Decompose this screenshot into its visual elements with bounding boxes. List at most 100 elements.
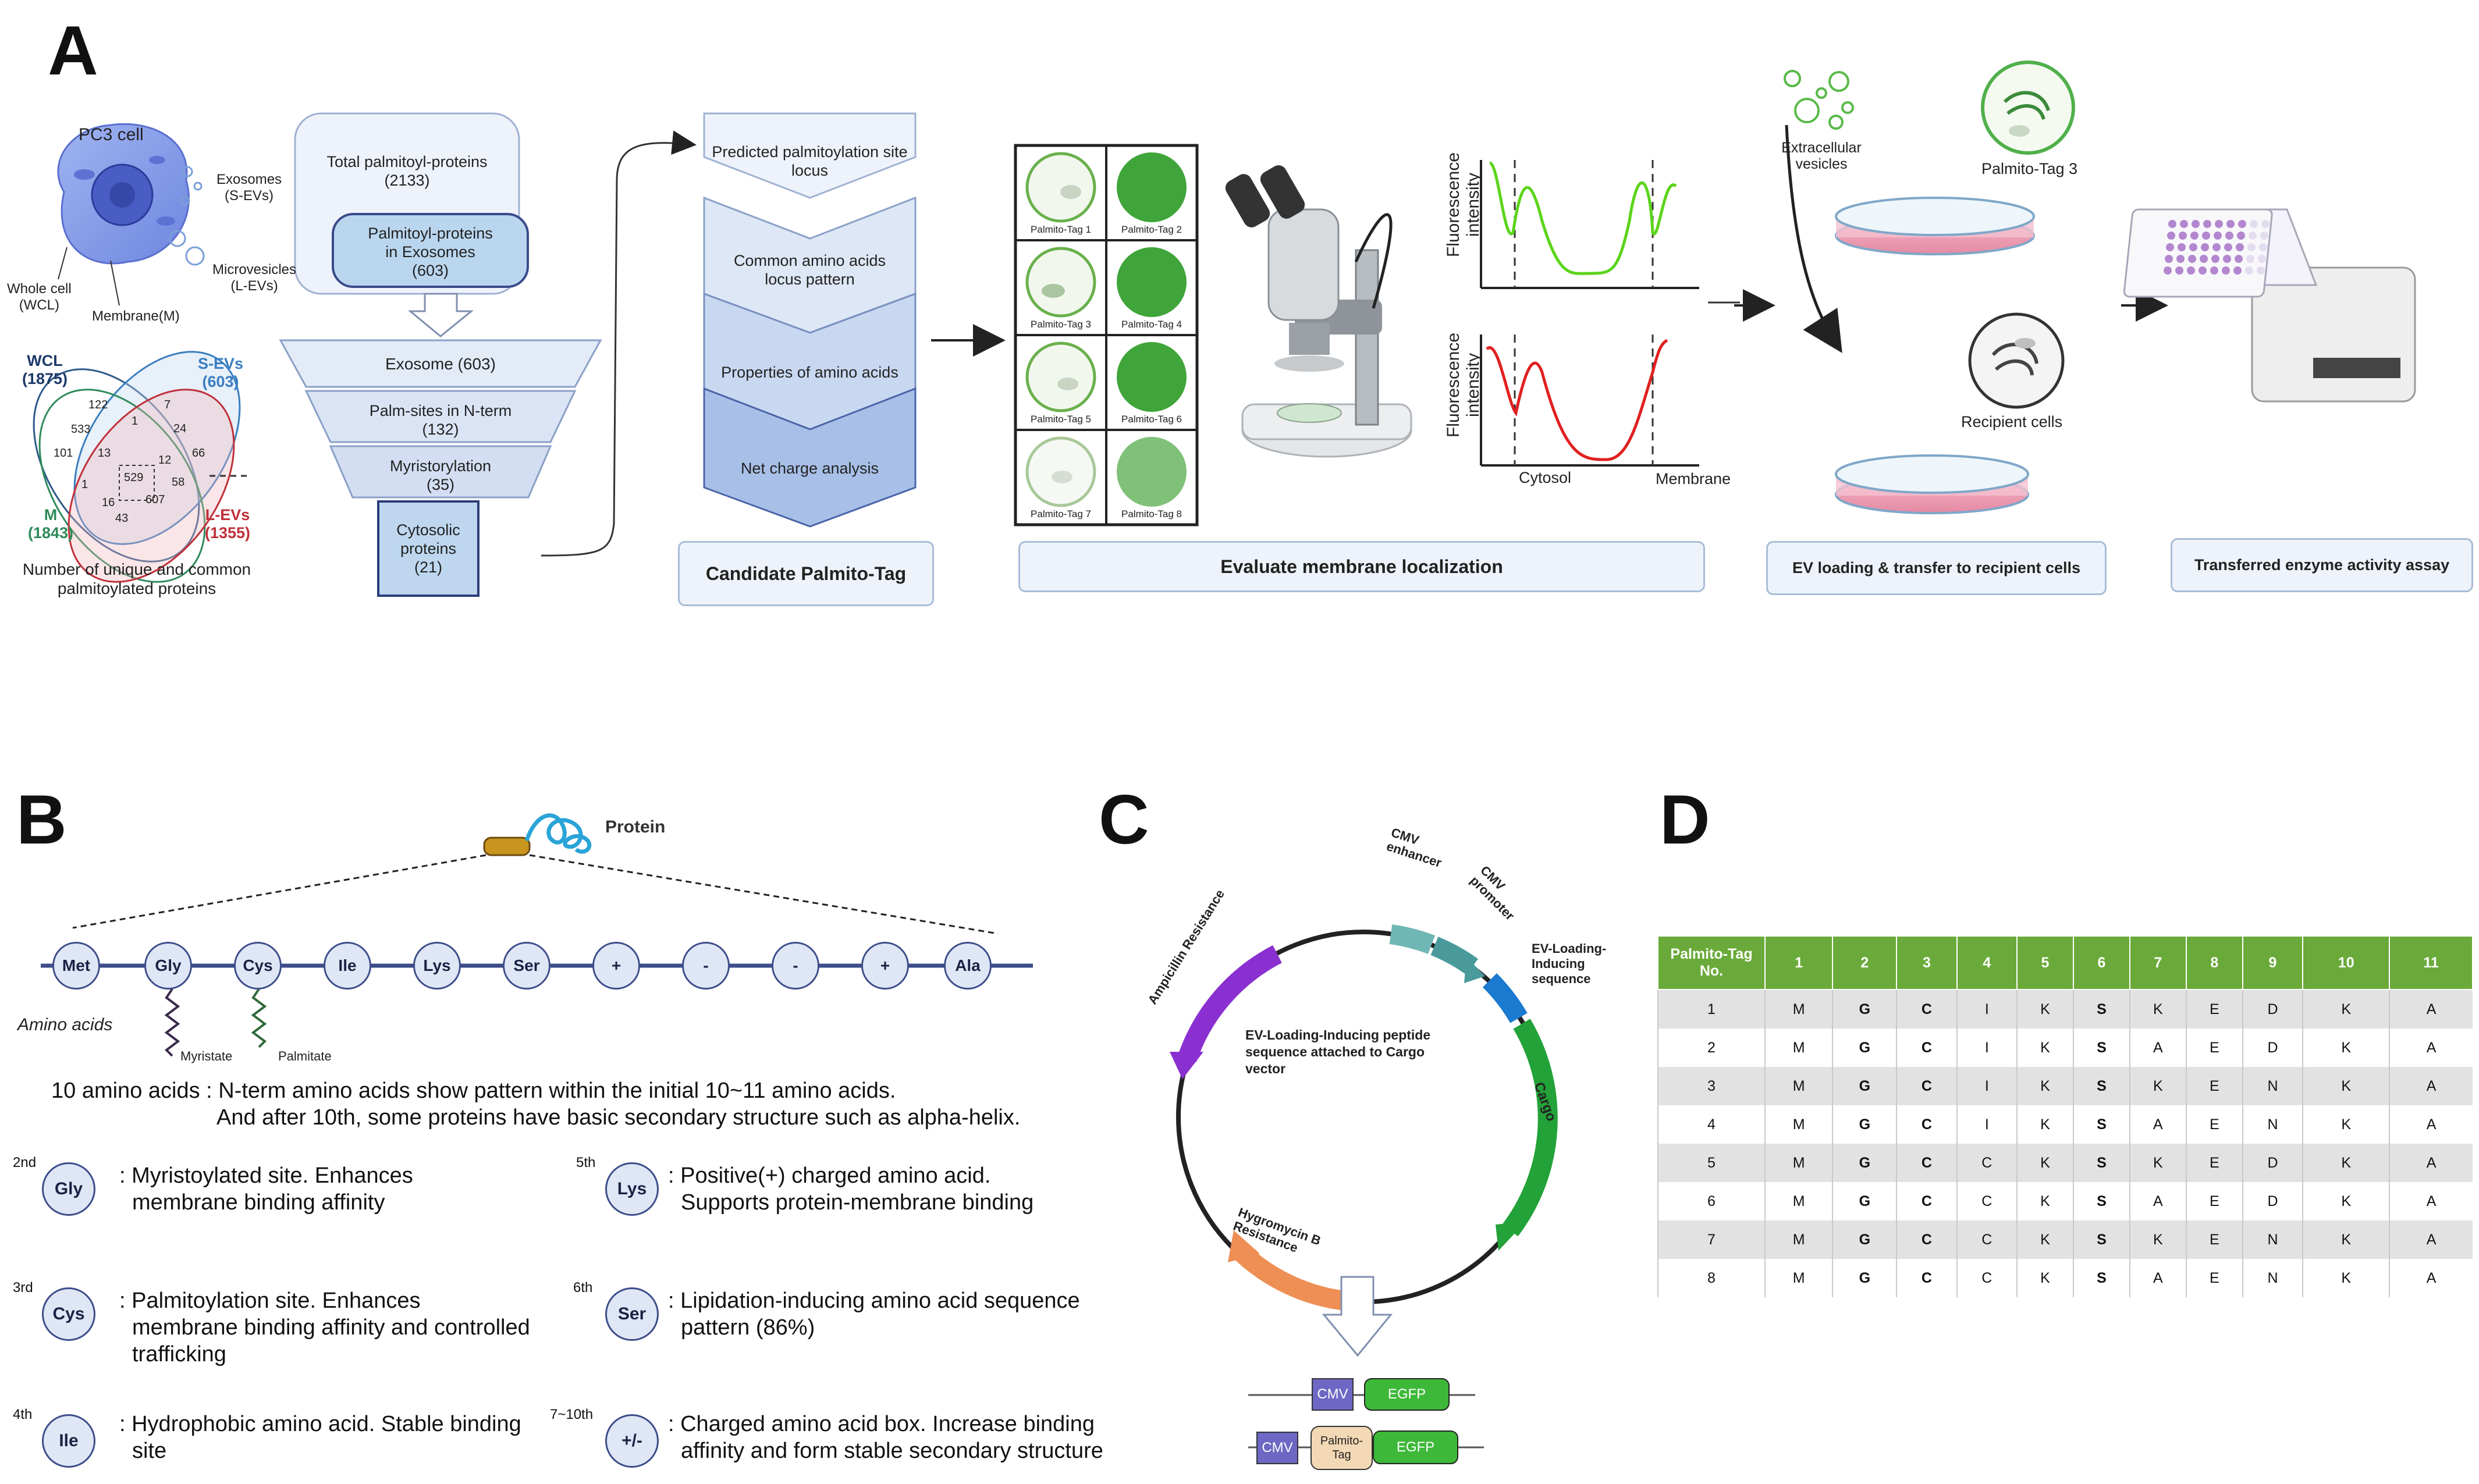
residue-cell: C [1956, 1220, 2018, 1259]
aa-ile: Ile [324, 942, 371, 990]
aa-minus-1: - [682, 942, 730, 990]
chevron-net-charge: Net charge analysis [740, 460, 879, 477]
funnel-exosome: Exosome (603) [385, 355, 496, 373]
tag-number-cell: 6 [1657, 1182, 1765, 1220]
residue-cell: A [2389, 1029, 2473, 1067]
residue-cell: G [1832, 1259, 1897, 1297]
cmv-enhancer-segment [1389, 924, 1436, 954]
residue-cell: D [2242, 990, 2303, 1029]
sup-charged: 7~10th [550, 1407, 594, 1422]
ampicillin-segment [1177, 945, 1282, 1062]
x-label-membrane: Membrane [1656, 470, 1731, 487]
legend-lys-text: : Positive(+) charged amino acid.Support… [668, 1163, 1034, 1215]
aa-gly: Gly [144, 942, 192, 990]
extracellular-vesicles-icon [1784, 70, 1854, 130]
residue-cell: D [2242, 1144, 2303, 1182]
residue-cell: C [1896, 990, 1957, 1029]
residue-cell: S [2072, 1105, 2130, 1144]
header-col: 11 [2389, 935, 2473, 990]
venn-levs-label: L-EVs(1355) [205, 506, 251, 542]
tag-number-cell: 8 [1657, 1259, 1765, 1297]
amino-acids-label: Amino acids [17, 1015, 113, 1034]
residue-cell: K [2016, 1259, 2073, 1297]
exosome-icon [182, 166, 193, 177]
residue-cell: E [2185, 1067, 2243, 1105]
header-col: 7 [2129, 935, 2187, 990]
culture-dish-bottom [1835, 454, 2029, 514]
residue-cell: K [2302, 1105, 2390, 1144]
aa-plus-2: + [861, 942, 909, 990]
enzyme-assay-box: Transferred enzyme activity assay [2171, 538, 2473, 592]
residue-cell: A [2389, 1105, 2473, 1144]
tag-label-8: Palmito-Tag 8 [1121, 508, 1182, 519]
residue-cell: A [2389, 990, 2473, 1029]
residue-cell: E [2185, 1220, 2243, 1259]
residue-cell: S [2072, 1259, 2130, 1297]
legend-charged-text: : Charged amino acid box. Increase bindi… [668, 1412, 1103, 1463]
venn-region-43: 43 [115, 512, 129, 525]
legend-gly: Gly [42, 1162, 95, 1216]
residue-cell: A [2129, 1259, 2186, 1297]
total-palmitoyl-text: Total palmitoyl-proteins(2133) [326, 153, 488, 189]
tag-label-6: Palmito-Tag 6 [1121, 414, 1182, 425]
residue-cell: S [2072, 1067, 2130, 1105]
residue-cell: K [2302, 990, 2390, 1029]
residue-cell: K [2129, 1067, 2186, 1105]
aa-cys: Cys [234, 942, 282, 990]
residue-cell: C [1956, 1182, 2018, 1220]
residue-cell: A [2129, 1105, 2186, 1144]
tag-number-cell: 3 [1657, 1067, 1765, 1105]
hygromycin-segment [1229, 1240, 1351, 1311]
funnel-myristorylation: Myristorylation(35) [389, 457, 492, 493]
panel-c-graphics [1170, 924, 1558, 1470]
venn-region-529: 529 [124, 471, 144, 484]
residue-cell: S [2072, 990, 2130, 1029]
residue-cell: C [1956, 1144, 2018, 1182]
chevron-stack [703, 112, 917, 528]
exosome-palmitoyl-box [332, 213, 529, 288]
pc3-cell-label: PC3 cell [79, 125, 144, 144]
venn-region-533: 533 [71, 423, 91, 436]
aa-plus-1: + [592, 942, 640, 990]
legend-ser-text: : Lipidation-inducing amino acid sequenc… [668, 1289, 1080, 1340]
venn-wcl-label: WCL(1875) [22, 352, 68, 387]
residue-cell: E [2185, 1259, 2243, 1297]
residue-cell: K [2016, 1105, 2073, 1144]
pc3-cell-illustration [57, 123, 190, 265]
egfp-text-1: EGFP [1387, 1386, 1426, 1402]
whole-cell-label: Whole cell(WCL) [7, 281, 72, 313]
tag-label-1: Palmito-Tag 1 [1031, 224, 1091, 235]
panel-label-d: D [1660, 781, 1710, 859]
residue-cell: N [2242, 1220, 2303, 1259]
residue-cell: D [2242, 1182, 2303, 1220]
egfp-box-1 [1364, 1378, 1450, 1411]
palmitate-label: Palmitate [278, 1049, 332, 1063]
residue-cell: K [2302, 1259, 2390, 1297]
tag-label-5: Palmito-Tag 5 [1031, 414, 1091, 425]
residue-cell: E [2185, 1105, 2243, 1144]
aa-minus-2: - [772, 942, 819, 990]
residue-cell: I [1956, 990, 2018, 1029]
microvesicle-icon [169, 230, 186, 247]
residue-cell: I [1956, 1067, 2018, 1105]
residue-cell: K [2129, 1144, 2186, 1182]
residue-cell: K [2016, 1182, 2073, 1220]
residue-cell: S [2072, 1220, 2130, 1259]
aa-ala: Ala [944, 942, 992, 990]
aa-met: Met [52, 942, 100, 990]
sup-ile: 4th [13, 1407, 33, 1422]
venn-region-66: 66 [192, 447, 205, 460]
aa-ser: Ser [503, 942, 551, 990]
fluorescence-plot-top [1480, 160, 1699, 289]
sup-lys: 5th [576, 1155, 596, 1170]
residue-cell: K [2302, 1182, 2390, 1220]
residue-cell: M [1764, 1182, 1833, 1220]
panel-label-c: C [1099, 781, 1149, 859]
residue-cell: G [1832, 990, 1897, 1029]
